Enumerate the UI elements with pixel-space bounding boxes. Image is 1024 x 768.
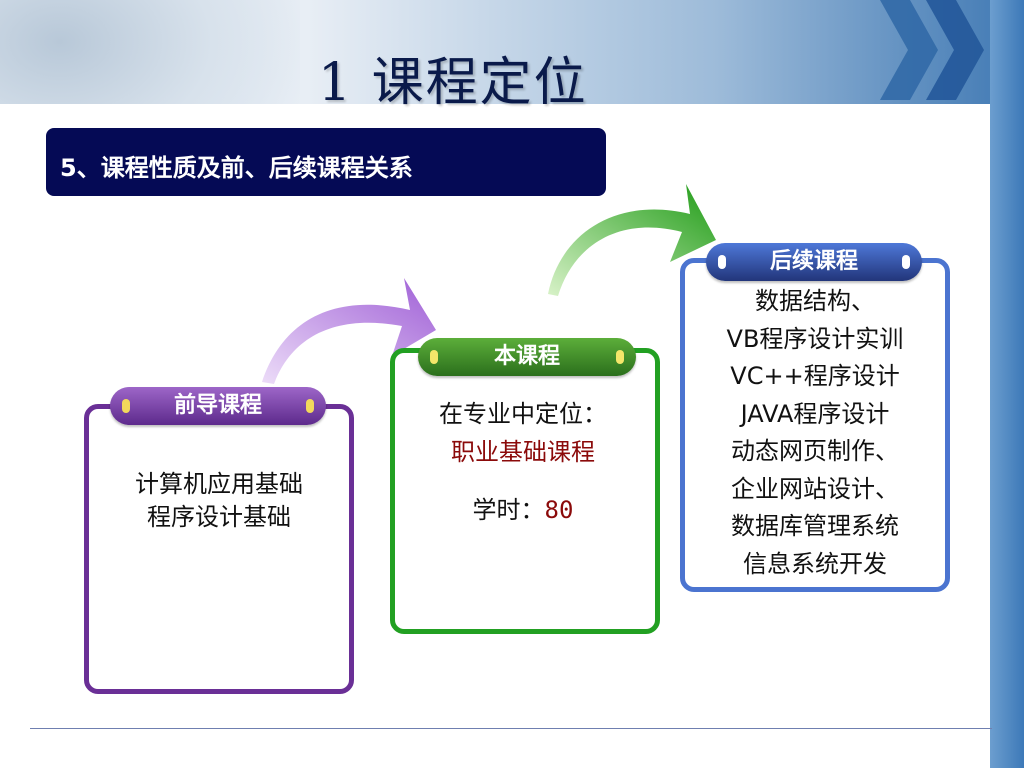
prerequisite-course: 计算机应用基础 [135,470,303,498]
subsequent-course: 企业网站设计、 [731,474,899,503]
hours-value: 80 [544,496,574,524]
class-hours: 学时：80 [400,494,646,527]
prerequisite-label: 前导课程 [173,393,262,418]
slide-title: 1 课程定位 [318,53,588,113]
hours-label: 学时： [472,496,545,524]
subsequent-course: 数据库管理系统 [731,512,899,540]
subsequent-label: 后续课程 [769,249,858,274]
position-label: 在专业中定位： [439,400,607,428]
green-arrow-icon [548,184,716,296]
prerequisite-box [84,404,354,694]
current-label-pill: 本课程 [418,338,636,376]
purple-arrow-icon [262,278,436,384]
footer-divider [30,728,992,729]
section-header-text: 5、课程性质及前、后续课程关系 [60,154,413,182]
subsequent-box [680,258,950,592]
prerequisite-label-pill: 前导课程 [110,387,326,425]
current-course-box [390,348,660,634]
subsequent-course: VC++程序设计 [730,362,900,390]
section-header-bar: 5、课程性质及前、后续课程关系 [46,128,606,196]
pill-dot-icon [306,399,314,413]
current-label: 本课程 [493,344,560,369]
prerequisite-course: 程序设计基础 [147,503,291,531]
chevron-decoration-icon [880,0,984,100]
subsequent-course: VB程序设计实训 [726,324,904,353]
subsequent-course-list: 数据结构、 VB程序设计实训 VC++程序设计 JAVA程序设计 动态网页制作、… [688,283,942,583]
pill-dot-icon [616,350,624,364]
subsequent-course: 信息系统开发 [743,549,887,578]
pill-dot-icon [718,255,726,269]
right-side-strip [990,0,1024,768]
subsequent-course: 数据结构、 [755,287,875,315]
subsequent-label-pill: 后续课程 [706,243,922,281]
pill-dot-icon [122,399,130,413]
pill-dot-icon [902,255,910,269]
subsequent-course: JAVA程序设计 [740,399,890,428]
subsequent-course: 动态网页制作、 [731,437,899,465]
position-value: 职业基础课程 [451,438,595,466]
prerequisite-course-list: 计算机应用基础 程序设计基础 [96,468,342,534]
pill-dot-icon [430,350,438,364]
